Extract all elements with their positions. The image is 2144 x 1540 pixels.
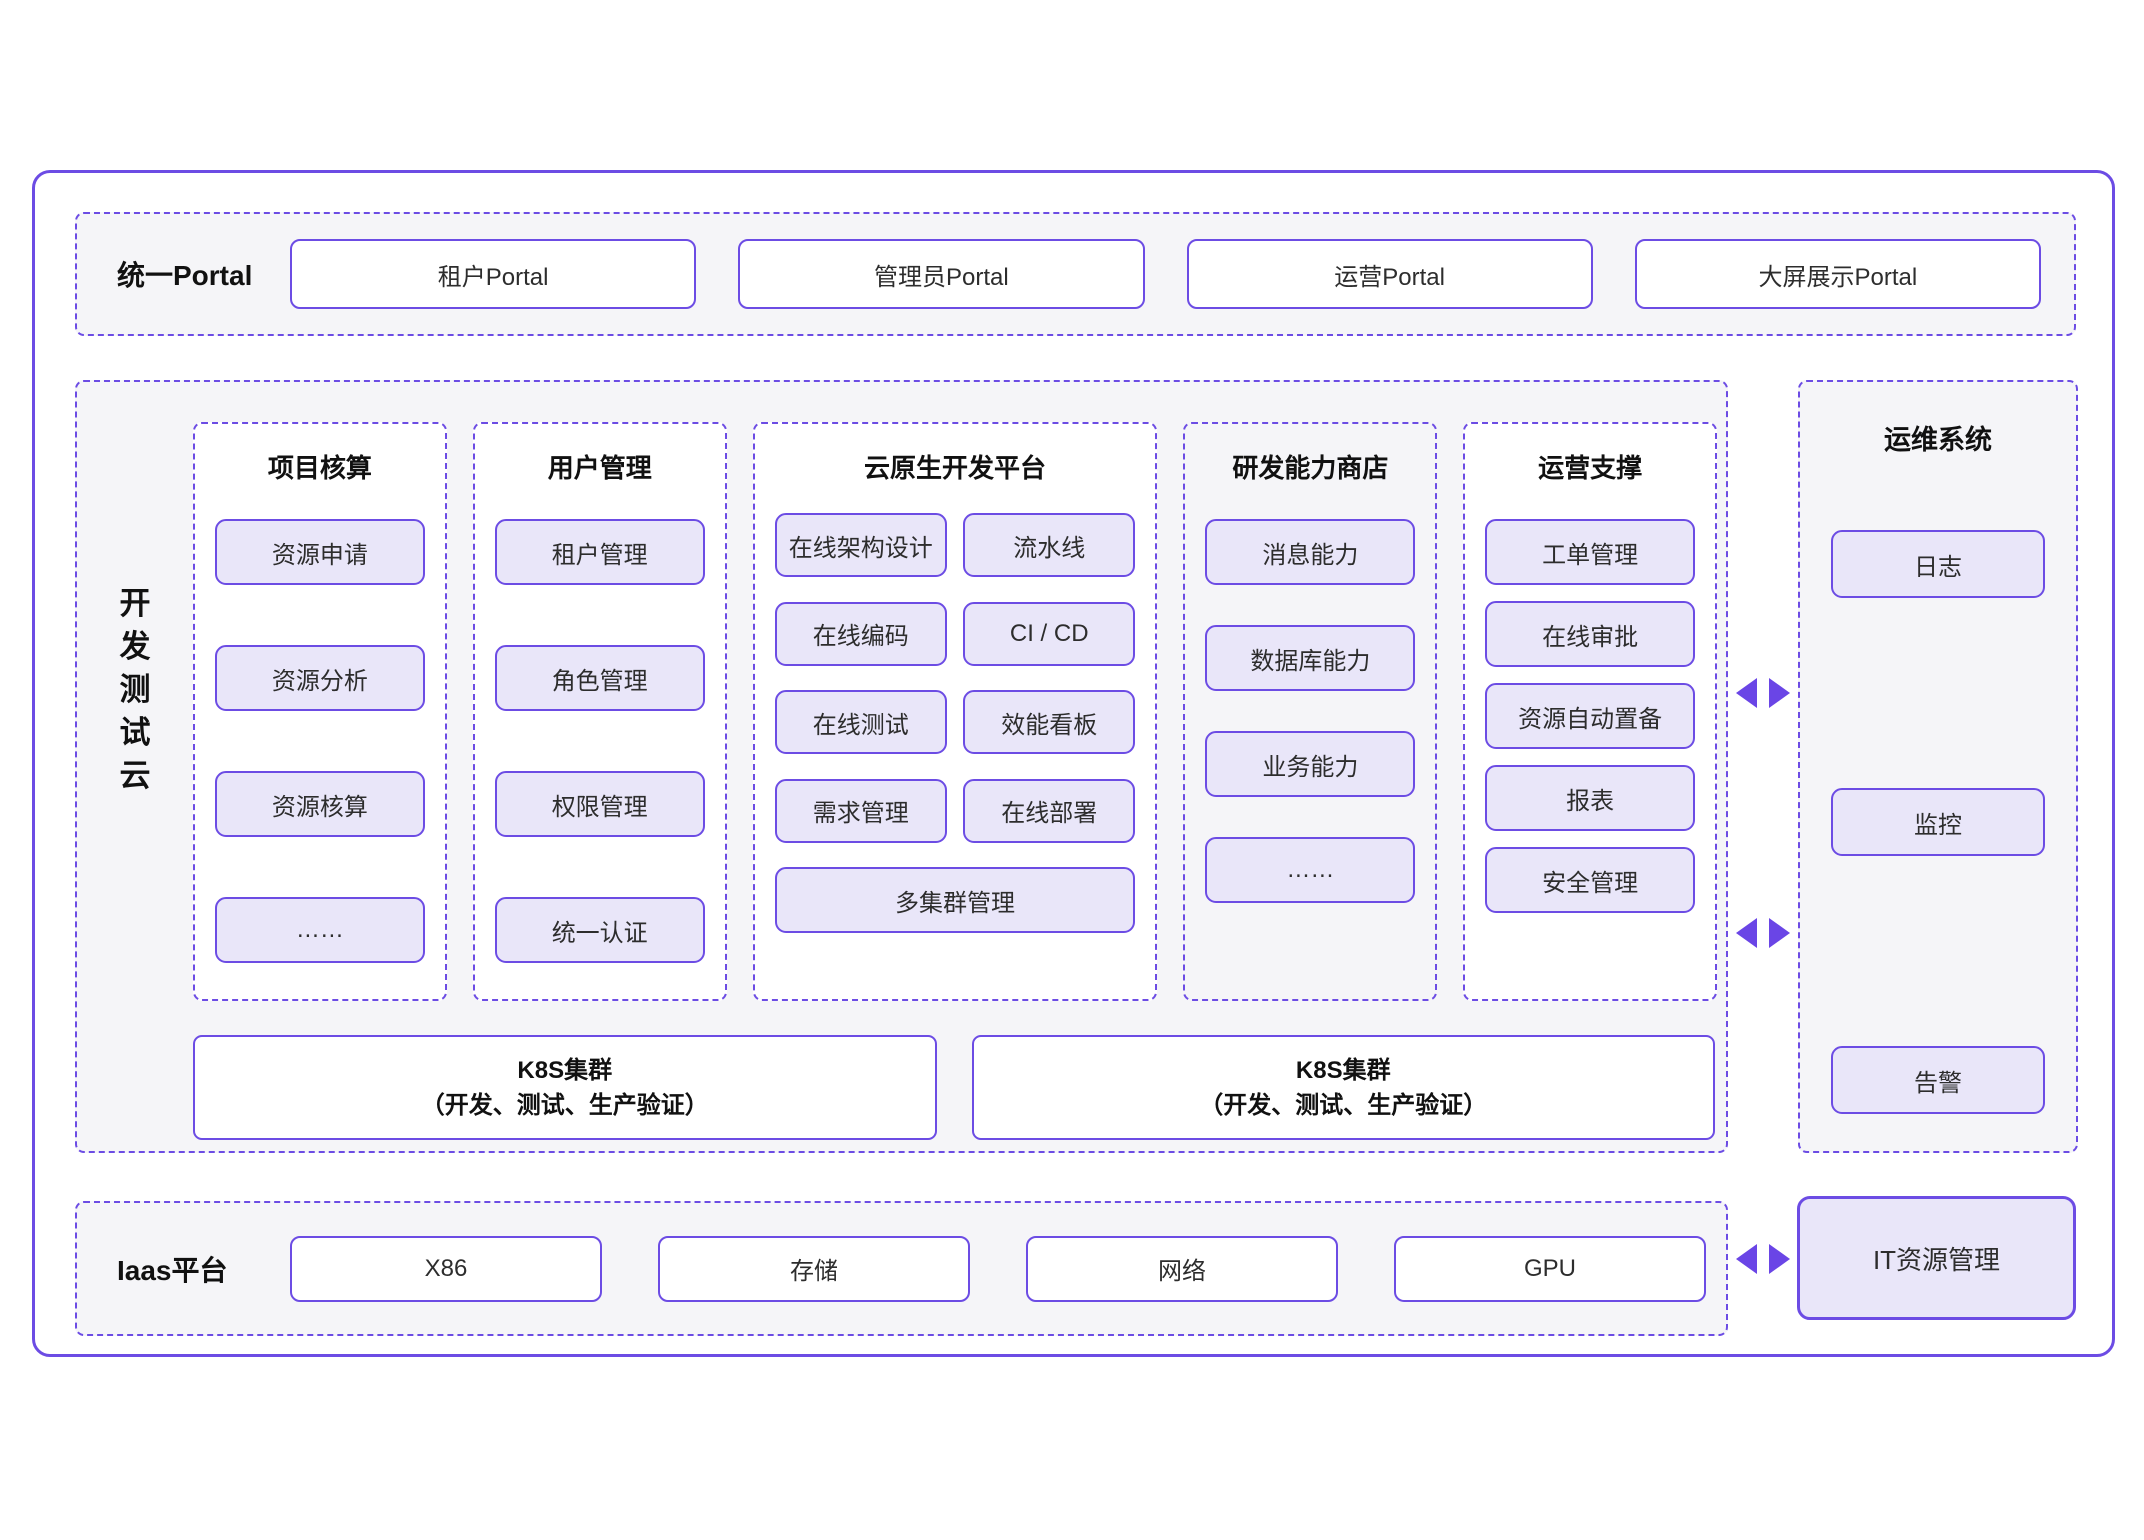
k8s-cluster-box: K8S集群 （开发、测试、生产验证）	[193, 1035, 937, 1140]
arrow-right-icon	[1769, 918, 1790, 948]
portal-box: 租户Portal	[290, 239, 697, 309]
feature-box: 需求管理	[774, 778, 948, 843]
iaas-box: GPU	[1394, 1235, 1706, 1302]
column-title: 运营支撑	[1538, 453, 1643, 483]
column-title: 研发能力商店	[1232, 453, 1389, 483]
ops-box: 日志	[1831, 530, 2045, 598]
iaas-box: 网络	[1026, 1235, 1338, 1302]
feature-row: 需求管理在线部署	[774, 778, 1136, 843]
feature-box: 消息能力	[1205, 519, 1416, 585]
column-items: 消息能力数据库能力业务能力 ……	[1205, 519, 1416, 903]
feature-box: 资源核算	[215, 771, 425, 837]
iaas-box: 存储	[658, 1235, 970, 1302]
portal-box: 管理员Portal	[738, 239, 1145, 309]
feature-row: 在线架构设计流水线	[774, 513, 1136, 577]
it-resource-box: IT资源管理	[1797, 1196, 2076, 1320]
feature-box: ……	[215, 897, 425, 963]
feature-box: 在线测试	[774, 690, 948, 754]
feature-box: 在线架构设计	[774, 513, 948, 577]
feature-box: 租户管理	[494, 519, 705, 585]
k8s-cluster-name: K8S集群	[517, 1056, 613, 1084]
k8s-cluster-box: K8S集群 （开发、测试、生产验证）	[971, 1035, 1715, 1140]
ops-system-panel: 运维系统 日志监控告警	[1798, 380, 2078, 1153]
column-items: 租户管理角色管理权限管理统一认证	[494, 519, 705, 963]
portal-section-label: 统一Portal	[117, 260, 253, 291]
column-items: 资源申请资源分析资源核算 ……	[215, 519, 425, 963]
arrow-left-icon	[1736, 1244, 1757, 1274]
feature-box: 多集群管理	[774, 867, 1136, 933]
dev-cloud-columns: 项目核算资源申请资源分析资源核算 …… 用户管理租户管理角色管理权限管理统一认证 云原…	[193, 422, 1718, 1001]
k8s-cluster-detail: （开发、测试、生产验证）	[1199, 1091, 1488, 1119]
feature-box: 资源分析	[215, 645, 425, 711]
portal-section: 统一Portal 租户Portal 管理员Portal 运营Portal 大屏展示Po…	[75, 212, 2076, 336]
column-title: 用户管理	[547, 453, 652, 483]
bidirectional-arrow	[1736, 678, 1790, 708]
dev-cloud-vertical-label: 开发测试云	[77, 582, 193, 797]
arrow-right-icon	[1769, 678, 1790, 708]
feature-box: 在线部署	[963, 778, 1136, 843]
dev-cloud-label-char: 测	[119, 672, 151, 707]
portal-box: 大屏展示Portal	[1634, 239, 2041, 309]
column-title: 云原生开发平台	[864, 453, 1047, 483]
ops-system-title: 运维系统	[1884, 425, 1992, 455]
feature-box: 资源申请	[215, 519, 425, 585]
dev-cloud-section: 开发测试云 项目核算资源申请资源分析资源核算 …… 用户管理租户管理角色管理权限管理…	[75, 380, 1728, 1153]
ops-system-items: 日志监控告警	[1831, 530, 2045, 1114]
feature-row: 在线测试效能看板	[774, 690, 1136, 754]
arch-column-1: 项目核算资源申请资源分析资源核算 ……	[193, 422, 447, 1001]
arrow-left-icon	[1736, 678, 1757, 708]
feature-box: 统一认证	[494, 897, 705, 963]
feature-box: CI / CD	[963, 601, 1136, 666]
ops-box: 告警	[1831, 1046, 2045, 1114]
dev-cloud-label-char: 云	[119, 758, 151, 793]
dev-cloud-label-char: 试	[119, 715, 151, 750]
feature-row: 多集群管理	[774, 867, 1136, 933]
feature-box: 数据库能力	[1205, 625, 1416, 691]
feature-box: 流水线	[963, 513, 1136, 577]
bidirectional-arrow	[1736, 918, 1790, 948]
arrow-right-icon	[1769, 1244, 1790, 1274]
feature-box: 安全管理	[1485, 847, 1696, 913]
dev-cloud-label-char: 发	[119, 629, 151, 664]
arrow-left-icon	[1736, 918, 1757, 948]
k8s-cluster-name: K8S集群	[1295, 1056, 1391, 1084]
feature-box: 资源自动置备	[1485, 683, 1696, 749]
arch-column-5: 运营支撑工单管理在线审批资源自动置备报表安全管理	[1463, 422, 1718, 1001]
k8s-cluster-row: K8S集群 （开发、测试、生产验证） K8S集群 （开发、测试、生产验证）	[193, 1035, 1715, 1140]
feature-box: 角色管理	[494, 645, 705, 711]
arch-column-4: 研发能力商店消息能力数据库能力业务能力 ……	[1183, 422, 1438, 1001]
iaas-box-row: X86 存储网络 GPU	[290, 1235, 1726, 1302]
architecture-container: 统一Portal 租户Portal 管理员Portal 运营Portal 大屏展示Po…	[32, 170, 2115, 1357]
feature-box: 权限管理	[494, 771, 705, 837]
iaas-section-label: Iaas平台	[117, 1254, 228, 1286]
k8s-cluster-detail: （开发、测试、生产验证）	[420, 1091, 709, 1119]
feature-box: ……	[1205, 837, 1416, 903]
dev-cloud-label-char: 开	[119, 586, 151, 621]
feature-box: 工单管理	[1485, 519, 1696, 585]
arch-column-2: 用户管理租户管理角色管理权限管理统一认证	[472, 422, 727, 1001]
feature-box: 报表	[1485, 765, 1696, 831]
column-title: 项目核算	[267, 453, 372, 483]
ops-box: 监控	[1831, 788, 2045, 856]
portal-box: 运营Portal	[1186, 239, 1593, 309]
bidirectional-arrow	[1736, 1244, 1790, 1274]
column-items: 工单管理在线审批资源自动置备报表安全管理	[1485, 519, 1696, 913]
feature-box: 在线审批	[1485, 601, 1696, 667]
iaas-box: X86	[290, 1235, 602, 1302]
portal-box-row: 租户Portal 管理员Portal 运营Portal 大屏展示Portal	[290, 239, 2074, 309]
feature-box: 在线编码	[774, 601, 948, 666]
feature-box: 业务能力	[1205, 731, 1416, 797]
iaas-section: Iaas平台 X86 存储网络 GPU	[75, 1201, 1728, 1336]
feature-box: 效能看板	[963, 690, 1136, 754]
